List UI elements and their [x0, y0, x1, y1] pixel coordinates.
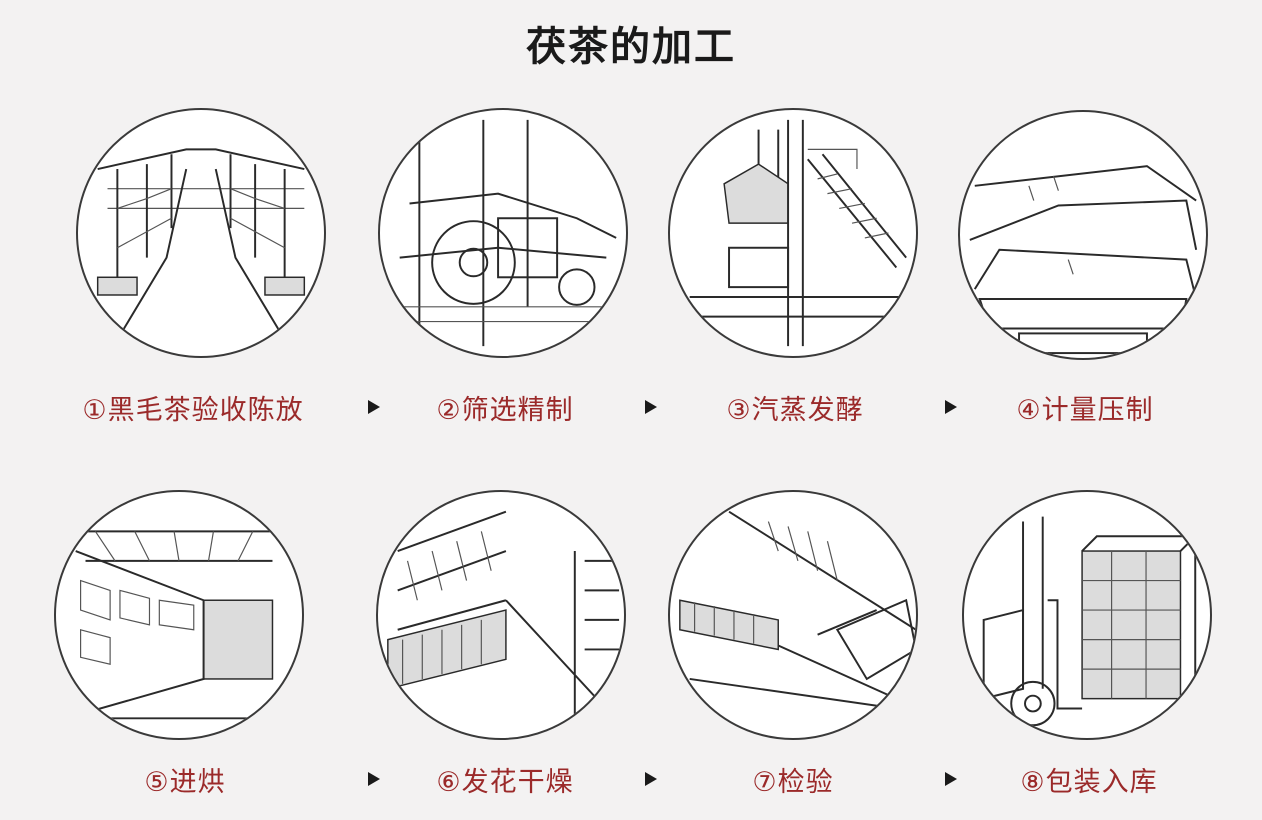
forklift-illustration [962, 490, 1212, 740]
step-label: ⑧包装入库 [1020, 767, 1158, 798]
arrow-icon [645, 772, 657, 786]
step-3: ③汽蒸发酵 [650, 108, 940, 428]
arrow-icon [368, 400, 380, 414]
drying-hall-illustration [54, 490, 304, 740]
drying-shelves-illustration [376, 490, 626, 740]
weighing-illustration [958, 110, 1208, 360]
arrow-icon [645, 400, 657, 414]
step-label: ①黑毛茶验收陈放 [82, 395, 304, 426]
step-8: ⑧包装入库 [950, 490, 1240, 810]
step-label: ⑤进烘 [144, 767, 226, 798]
warehouse-illustration [76, 108, 326, 358]
inspection-illustration [668, 490, 918, 740]
step-label: ⑦检验 [752, 767, 834, 798]
step-4: ④计量压制 [950, 108, 1240, 428]
arrow-icon [945, 400, 957, 414]
step-label: ③汽蒸发酵 [726, 395, 864, 426]
arrow-icon [945, 772, 957, 786]
step-6: ⑥发花干燥 [360, 490, 650, 810]
arrow-icon [368, 772, 380, 786]
step-7: ⑦检验 [650, 490, 940, 810]
step-label: ⑥发花干燥 [436, 767, 574, 798]
step-5: ⑤进烘 [40, 490, 330, 810]
step-1: ①黑毛茶验收陈放 [60, 108, 350, 428]
sieving-illustration [378, 108, 628, 358]
step-label: ④计量压制 [1016, 395, 1154, 426]
steam-illustration [668, 108, 918, 358]
step-label: ②筛选精制 [436, 395, 574, 426]
page-title: 茯茶的加工 [526, 24, 736, 70]
step-2: ②筛选精制 [360, 108, 650, 428]
